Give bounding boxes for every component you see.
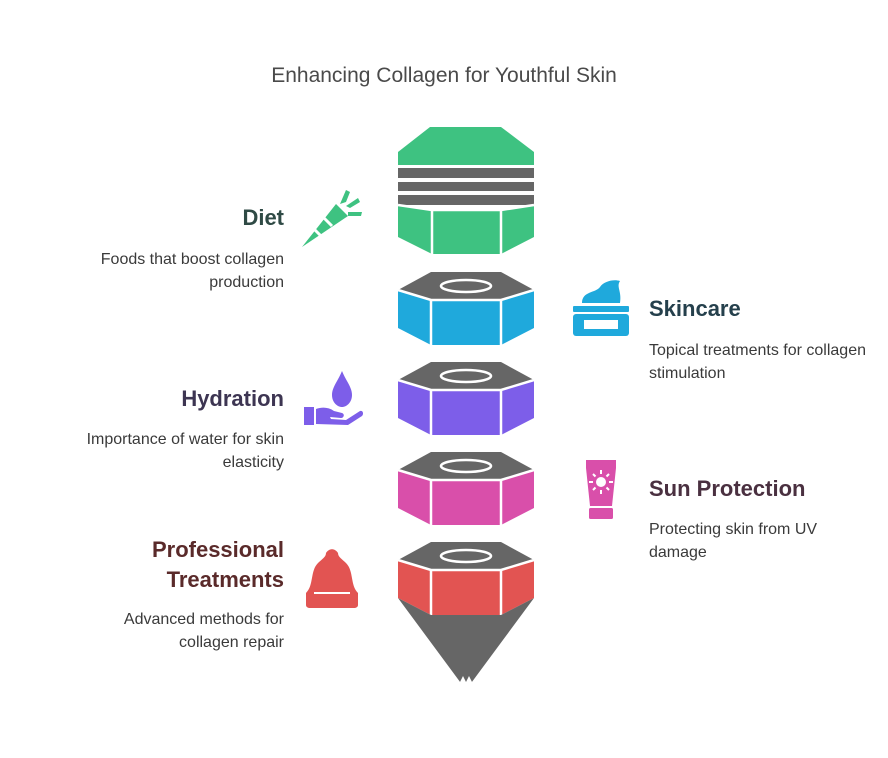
stack-cone-tip [398,598,534,690]
diet-description: Foods that boost collagen production [100,251,284,291]
stack-segment-professional-treatments [397,542,535,692]
bell-icon [306,549,358,608]
sun-protection-description: Protecting skin from UV damage [649,521,818,561]
carrot-icon [302,190,362,247]
sunscreen-tube-icon [586,460,616,519]
water-drop-hand-icon [304,371,364,425]
diagram-title: Enhancing Collagen for Youthful Skin [271,64,617,87]
diet-heading: Diet [242,205,284,230]
professional-treatments-description: Advanced methods for collagen repair [123,611,284,651]
skincare-description: Topical treatments for collagen stimulat… [649,342,866,382]
skincare-heading: Skincare [649,296,741,321]
cream-jar-icon [573,280,629,336]
hydration-heading: Hydration [181,386,284,411]
stack-segment-sun-protection [397,452,535,525]
sun-protection-heading: Sun Protection [649,476,806,501]
hydration-description: Importance of water for skin elasticity [86,431,284,471]
professional-treatments-heading: Professional Treatments [151,537,284,592]
stack-segment-skincare [397,272,535,345]
stack-segment-hydration [397,362,535,435]
stack-segment-diet [397,127,535,254]
